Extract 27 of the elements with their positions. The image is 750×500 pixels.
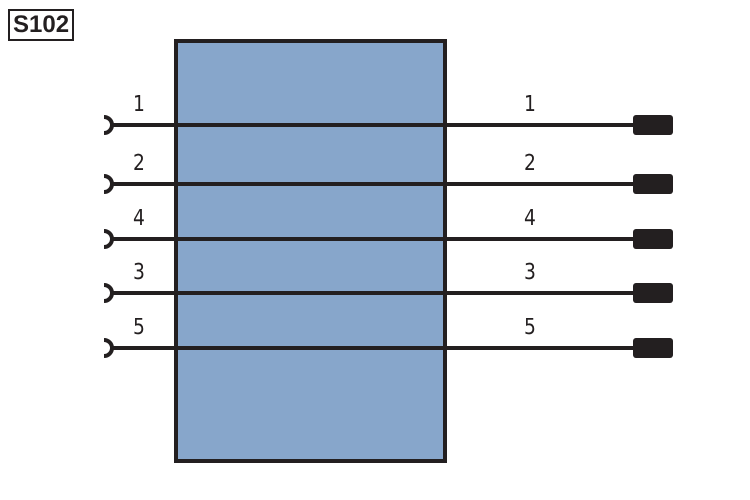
wire: [113, 237, 174, 241]
module-block: [174, 39, 447, 463]
pin-number: 4: [524, 207, 536, 231]
wire: [447, 291, 633, 295]
pin-number: 5: [524, 316, 536, 340]
pin-number: 1: [133, 93, 145, 117]
pin-number: 2: [133, 152, 145, 176]
wire: [447, 346, 633, 350]
pin-number: 3: [133, 261, 145, 285]
wire: [113, 123, 174, 127]
terminal-plug: [633, 338, 673, 358]
wire: [113, 346, 174, 350]
pin-number: 3: [524, 261, 536, 285]
terminal-plug: [633, 115, 673, 135]
pin-number: 2: [524, 152, 536, 176]
terminal-plug: [633, 174, 673, 194]
terminal-plug: [633, 283, 673, 303]
pin-number: 5: [133, 316, 145, 340]
wire: [447, 123, 633, 127]
wire: [113, 291, 174, 295]
diagram-title: S102: [8, 9, 74, 41]
wire: [447, 182, 633, 186]
wire: [447, 237, 633, 241]
pin-number: 4: [133, 207, 145, 231]
wire: [113, 182, 174, 186]
pin-number: 1: [524, 93, 536, 117]
terminal-plug: [633, 229, 673, 249]
